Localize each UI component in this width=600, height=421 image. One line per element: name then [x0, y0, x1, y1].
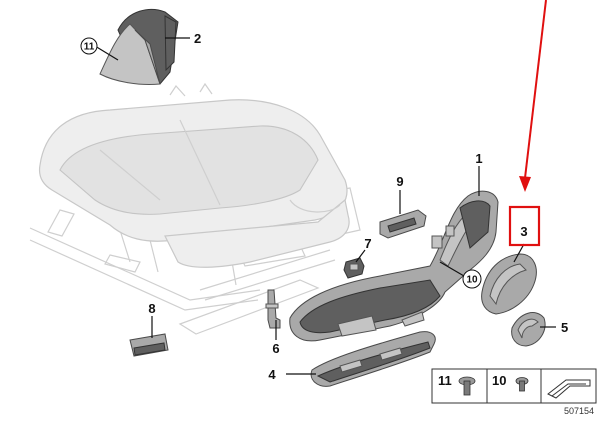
callout-2: 2 [194, 31, 201, 46]
callout-11: 11 [84, 42, 95, 53]
part-2-trim-cover [99, 8, 179, 85]
highlight-box [508, 205, 541, 247]
leader-lines [94, 37, 556, 375]
part-1-side-trim-panel [289, 190, 499, 342]
fastener-legend: 11 10 [431, 368, 597, 404]
callout-1: 1 [475, 151, 482, 166]
part-6-holder [265, 289, 281, 329]
callout-4: 4 [268, 367, 276, 382]
callout-6: 6 [272, 341, 279, 356]
callout-8: 8 [148, 301, 155, 316]
highlight-annotation [508, 0, 547, 247]
part-5-small-cover [511, 312, 546, 347]
callout-9: 9 [396, 174, 403, 189]
callout-10: 10 [466, 275, 478, 286]
part-7-clip [343, 257, 365, 279]
callout-11-circle [80, 37, 98, 55]
callout-3: 3 [520, 224, 527, 239]
part-9-bracket [379, 209, 427, 239]
part-3-cover-cap [481, 253, 537, 315]
callout-labels: 2 11 1 3 5 4 6 7 8 9 10 [80, 31, 568, 382]
highlight-arrow-head [519, 176, 531, 192]
screw-11-icon [458, 376, 476, 396]
callout-7: 7 [364, 236, 371, 251]
callout-10-circle [462, 269, 482, 289]
highlight-arrow [524, 0, 547, 179]
legend-screw-10-label: 10 [492, 373, 506, 388]
tool-icon [547, 379, 591, 399]
screw-10-icon [515, 377, 529, 392]
part-4-lower-trim [310, 331, 436, 387]
callout-5: 5 [561, 320, 568, 335]
seat-cushion-illustration [29, 82, 361, 335]
reference-number: 507154 [564, 406, 594, 416]
part-8-clip [129, 333, 169, 357]
legend-screw-11-label: 11 [438, 373, 452, 388]
